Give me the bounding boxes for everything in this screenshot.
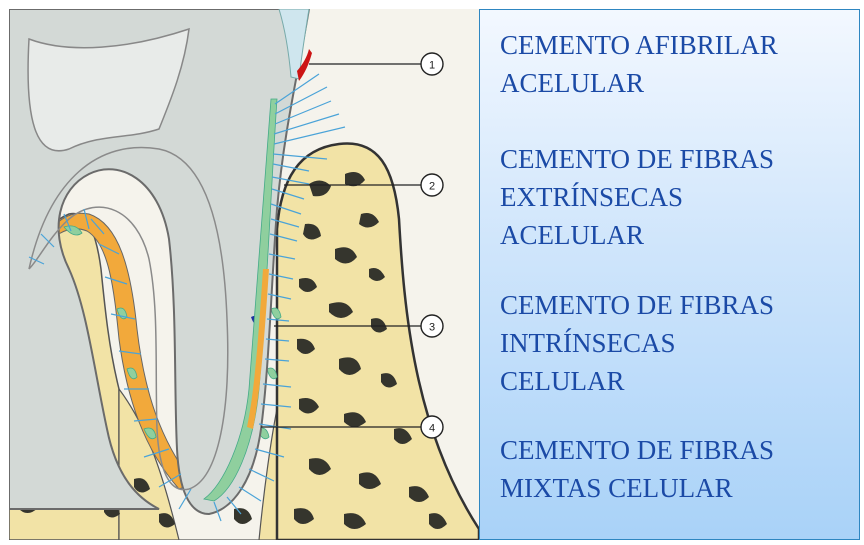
tooth-cementum-illustration: 1 2 3 4 — [9, 9, 479, 540]
label-intrinsic-fiber-cementum: CEMENTO DE FIBRAS INTRÍNSECAS CELULAR — [500, 286, 845, 400]
label-extrinsic-fiber-cementum: CEMENTO DE FIBRAS EXTRÍNSECAS ACELULAR — [500, 140, 845, 254]
callout-3-number: 3 — [429, 322, 435, 334]
callout-4: 4 — [421, 416, 443, 438]
callout-2: 2 — [421, 174, 443, 196]
label-panel: CEMENTO AFIBRILAR ACELULAR CEMENTO DE FI… — [479, 9, 860, 540]
callout-2-number: 2 — [429, 181, 435, 193]
label-afibrillar-cementum: CEMENTO AFIBRILAR ACELULAR — [500, 26, 845, 102]
label-mixed-fiber-cementum: CEMENTO DE FIBRAS MIXTAS CELULAR — [500, 431, 845, 507]
callout-4-number: 4 — [429, 423, 435, 435]
callout-1-number: 1 — [429, 60, 435, 72]
callout-3: 3 — [421, 315, 443, 337]
callout-1: 1 — [421, 53, 443, 75]
